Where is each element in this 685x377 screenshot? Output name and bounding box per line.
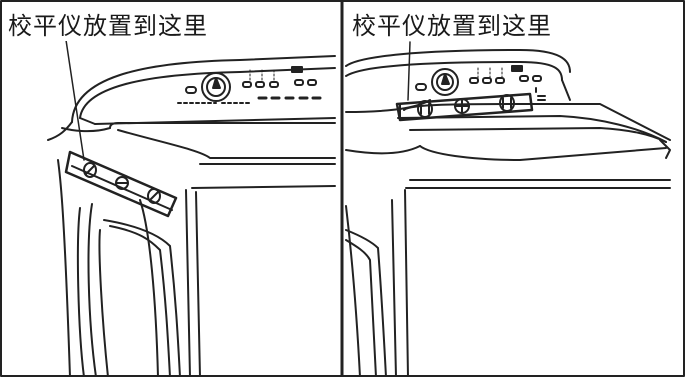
- leader-line-left: [65, 39, 85, 161]
- callout-label-left: 校平仪放置到这里: [6, 6, 210, 41]
- right-washer: [345, 41, 671, 377]
- leader-line-right: [407, 41, 411, 101]
- left-washer: [47, 39, 336, 377]
- level-tool-left: [64, 150, 178, 218]
- callout-label-right: 校平仪放置到这里: [350, 6, 554, 41]
